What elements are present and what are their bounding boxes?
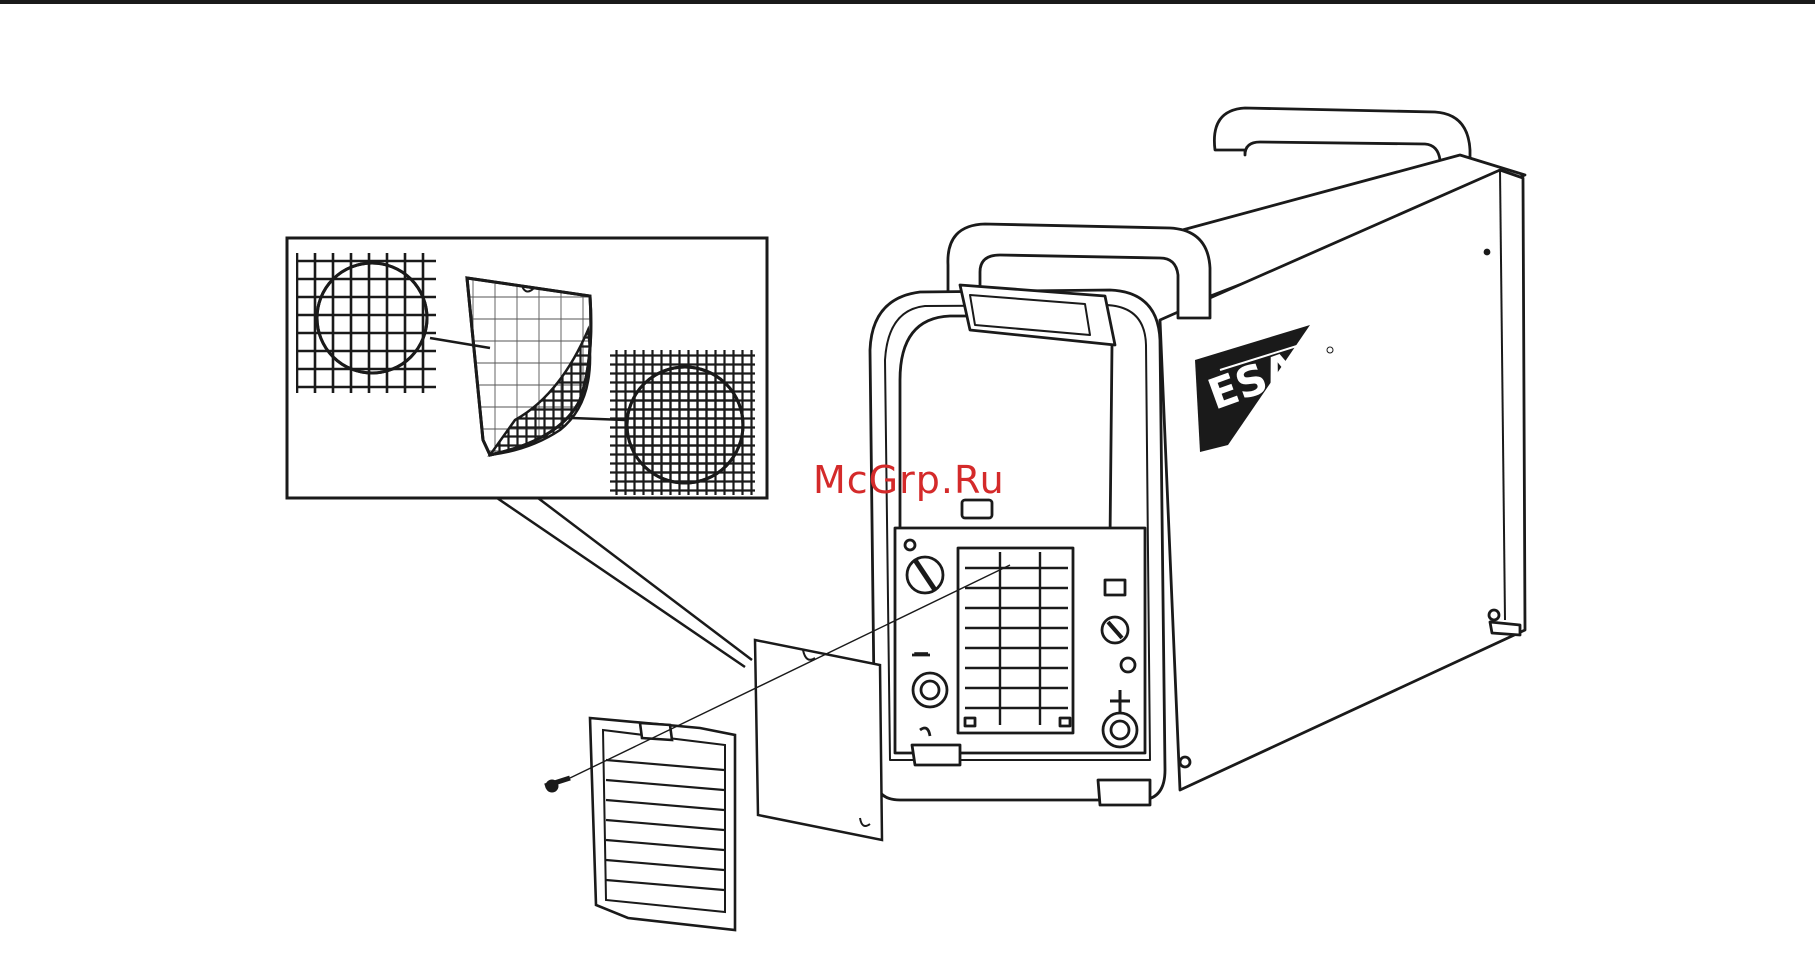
minus-symbol: −: [912, 641, 930, 666]
front-louvre: [958, 548, 1073, 733]
top-rule: [0, 0, 1815, 4]
front-cover: [900, 316, 1112, 540]
filter-sheet: [755, 640, 882, 840]
screw-icon: [545, 778, 570, 792]
coarse-mesh-icon: [296, 253, 436, 393]
fine-mesh-icon: [610, 350, 755, 495]
detail-inset: [287, 238, 767, 667]
grille-icon: [590, 718, 735, 930]
welding-machine: [870, 108, 1525, 805]
watermark-text: McGrp.Ru: [813, 458, 1005, 502]
